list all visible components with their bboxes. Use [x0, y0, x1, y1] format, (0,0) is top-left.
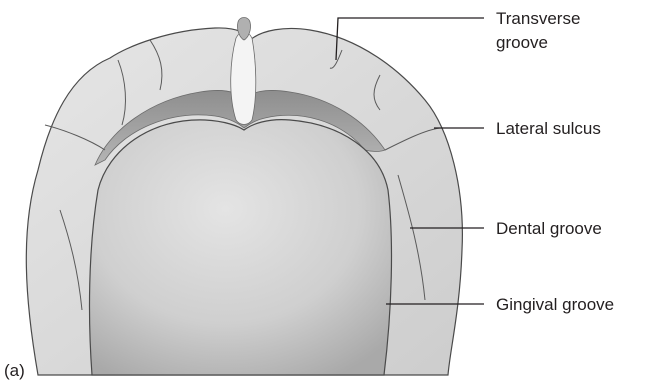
dental-groove-label: Dental groove [496, 219, 602, 238]
palate [90, 120, 392, 375]
transverse-groove-label: Transverse [496, 9, 580, 28]
labial-frenum [231, 32, 256, 125]
gingival-groove-label: Gingival groove [496, 295, 614, 314]
lateral-sulcus-label: Lateral sulcus [496, 119, 601, 138]
panel-label: (a) [4, 361, 25, 380]
transverse-groove-label-line2: groove [496, 33, 548, 52]
